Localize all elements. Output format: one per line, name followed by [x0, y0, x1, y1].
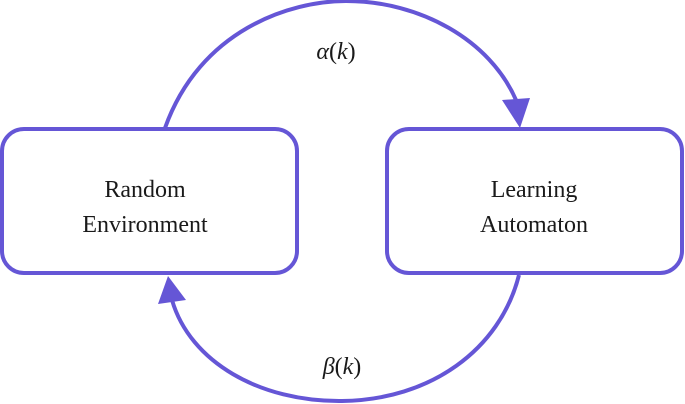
random-environment-label-line1: Random: [104, 177, 186, 203]
learning-automaton-label-line1: Learning: [491, 177, 578, 203]
action-arrow-arc: [163, 0, 518, 129]
beta-signal-label: β(k): [322, 354, 362, 380]
learning-automaton-box: [385, 127, 684, 275]
beta-symbol: β: [322, 354, 335, 380]
learning-automaton-node: Learning Automaton: [385, 127, 684, 275]
action-arrow: [163, 0, 530, 129]
alpha-symbol: α: [316, 39, 329, 65]
beta-close-paren: ): [353, 354, 361, 380]
alpha-close-paren: ): [348, 39, 356, 65]
response-arrow-arc: [170, 274, 521, 404]
random-environment-box: [0, 127, 299, 275]
beta-argument: k: [343, 354, 354, 380]
alpha-signal-label: α(k): [316, 39, 355, 65]
beta-open-paren: (: [335, 354, 343, 380]
alpha-argument: k: [337, 39, 348, 65]
response-arrow: [158, 274, 521, 404]
random-environment-node: Random Environment: [0, 127, 299, 275]
response-arrow-head: [158, 276, 186, 304]
action-arrow-head: [502, 98, 530, 128]
alpha-open-paren: (: [329, 39, 337, 65]
random-environment-label-line2: Environment: [82, 212, 208, 238]
learning-automaton-label-line2: Automaton: [480, 212, 588, 238]
